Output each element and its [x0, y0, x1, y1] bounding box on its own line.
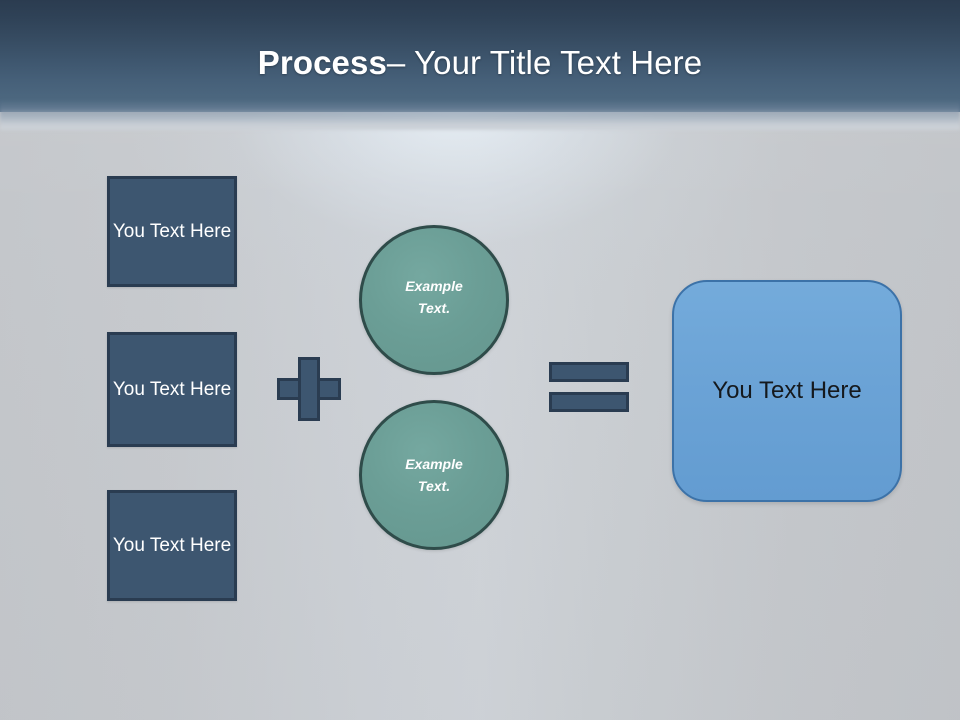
page-title-bold: Process	[257, 44, 387, 81]
input-box-3-label: You Text Here	[112, 534, 232, 556]
equals-top-bar	[549, 362, 629, 382]
result-box-label: You Text Here	[712, 377, 862, 404]
plus-icon	[277, 357, 341, 421]
input-box-1[interactable]: You Text Here	[107, 176, 237, 287]
input-box-2-label: You Text Here	[112, 378, 232, 400]
example-circle-2-line2: Text.	[417, 478, 451, 494]
example-circle-1-line2: Text.	[417, 300, 451, 316]
input-box-3[interactable]: You Text Here	[107, 490, 237, 601]
example-circle-2[interactable]: Example Text.	[359, 400, 509, 550]
example-circle-2-line1: Example	[405, 456, 463, 472]
header-band	[0, 0, 960, 112]
input-box-1-label: You Text Here	[112, 220, 232, 242]
equals-bottom-bar	[549, 392, 629, 412]
result-box[interactable]: You Text Here	[672, 280, 902, 502]
plus-center-fill	[301, 381, 317, 397]
equals-icon	[549, 362, 629, 412]
page-title: Process – Your Title Text Here	[0, 0, 960, 112]
page-title-rest: – Your Title Text Here	[386, 44, 703, 81]
input-box-2[interactable]: You Text Here	[107, 332, 237, 447]
example-circle-1[interactable]: Example Text.	[359, 225, 509, 375]
example-circle-1-line1: Example	[405, 278, 463, 294]
